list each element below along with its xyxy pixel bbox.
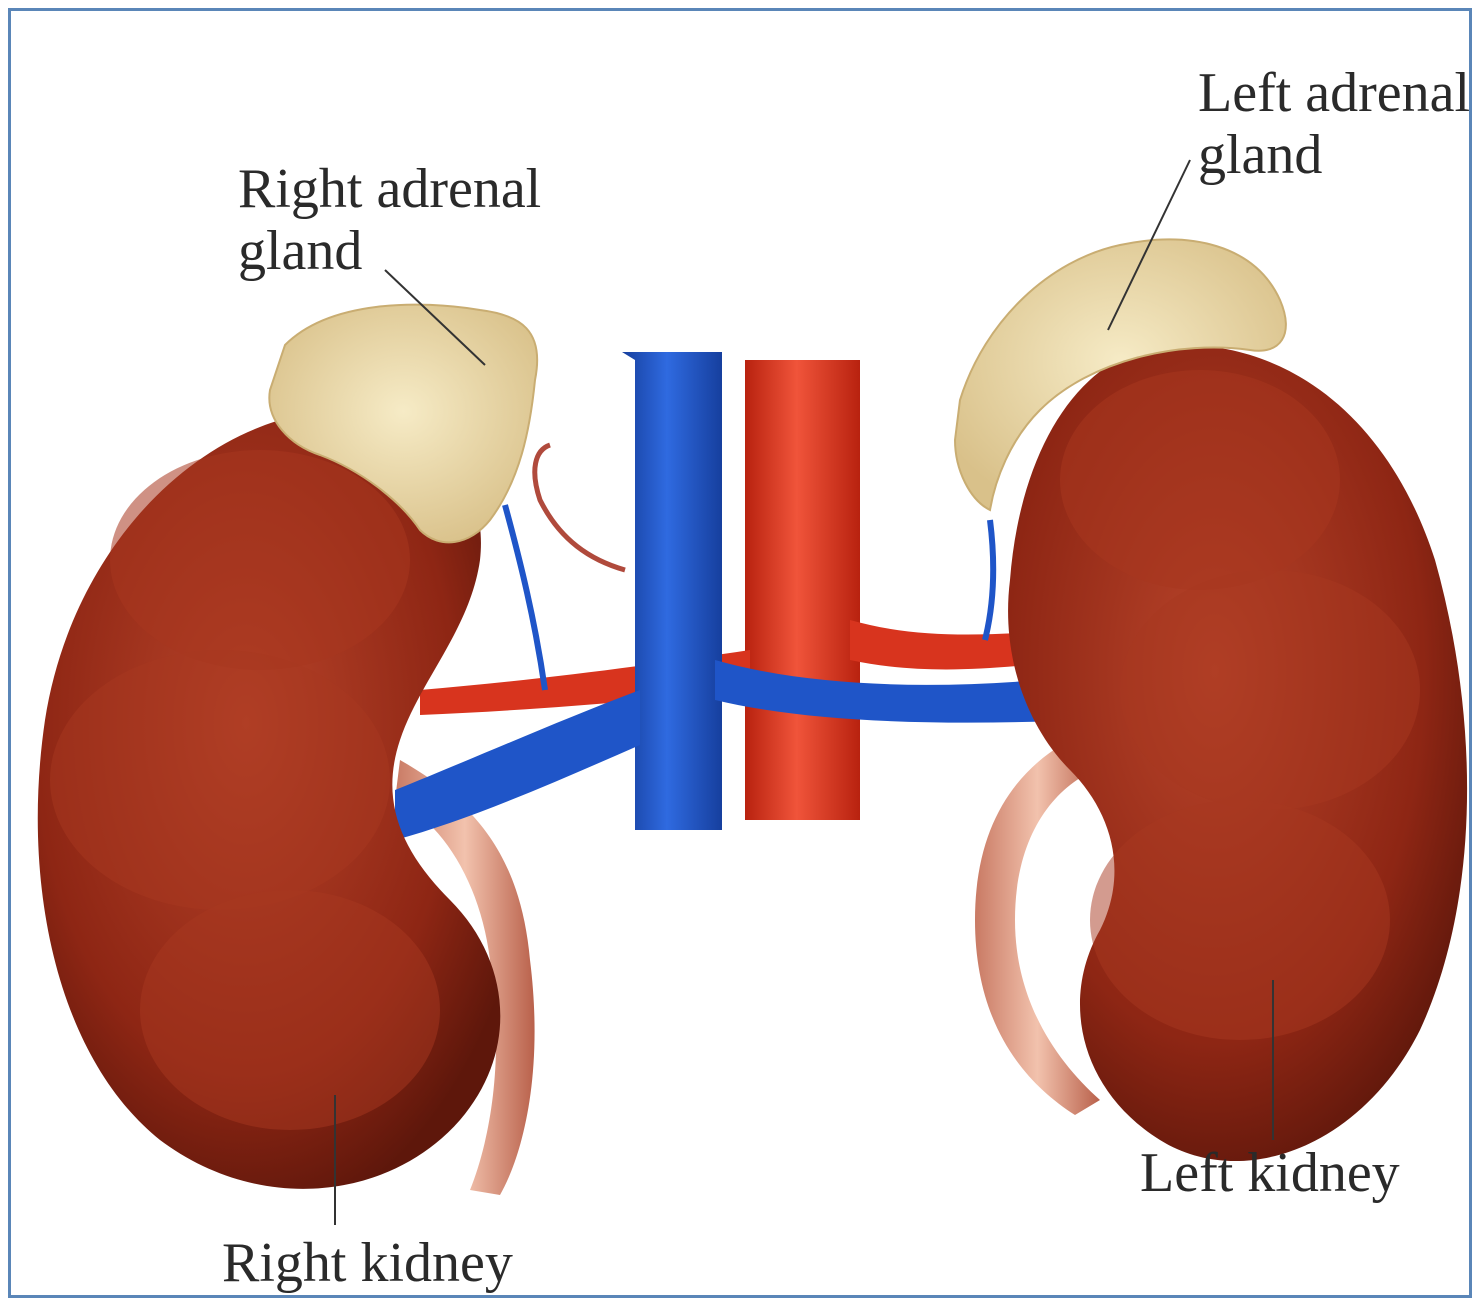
right-adrenal-gland-label: Right adrenal gland <box>238 158 541 282</box>
aorta <box>745 360 860 820</box>
label-line: Left adrenal <box>1198 62 1470 124</box>
inferior-vena-cava <box>622 352 722 830</box>
right-adrenal-vein <box>505 505 545 690</box>
label-line: gland <box>238 220 541 282</box>
adrenal-artery-right <box>535 445 625 570</box>
left-adrenal-vein <box>985 520 993 640</box>
left-kidney-label: Left kidney <box>1140 1142 1400 1204</box>
left-ureter <box>975 730 1100 1115</box>
label-line: Right adrenal <box>238 158 541 220</box>
left-adrenal-gland-label: Left adrenal gland <box>1198 62 1470 186</box>
right-kidney-label: Right kidney <box>222 1232 513 1294</box>
label-line: gland <box>1198 124 1470 186</box>
